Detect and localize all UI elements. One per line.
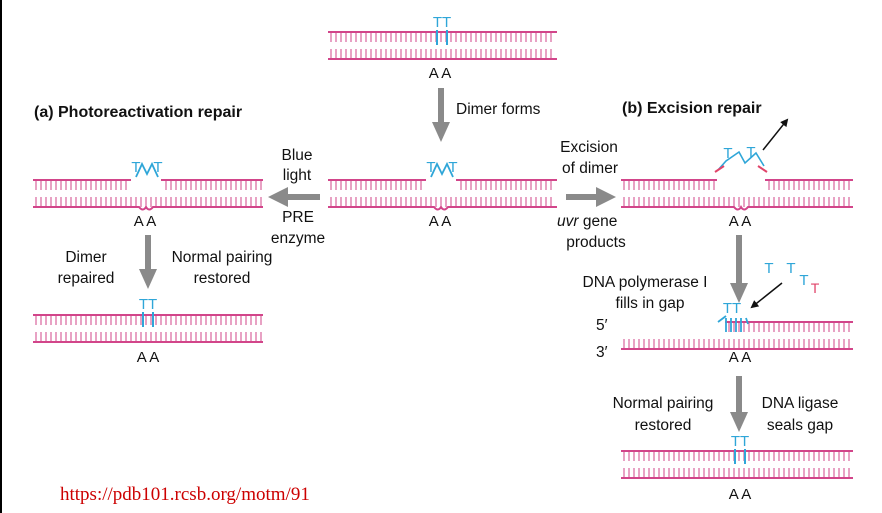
free-t-1: T bbox=[764, 260, 773, 277]
dna-right-excised bbox=[621, 179, 853, 211]
tt-stems-ligase bbox=[734, 449, 746, 464]
label-blue: Blue bbox=[281, 147, 312, 164]
excised-dimer-bond bbox=[717, 150, 765, 171]
excised-fragment-left bbox=[714, 165, 725, 173]
label-5-prime: 5′ bbox=[596, 317, 608, 334]
aa-polymerase: A A bbox=[729, 349, 752, 366]
label-gene: gene bbox=[579, 213, 618, 230]
label-fills-in-gap: fills in gap bbox=[616, 295, 685, 312]
dimer-bond-left bbox=[135, 161, 159, 178]
label-dimer: Dimer bbox=[65, 249, 106, 266]
label-of-dimer: of dimer bbox=[562, 160, 618, 177]
excision-out-arrow bbox=[762, 118, 789, 151]
dna-right-ligase bbox=[621, 450, 853, 479]
dna-right-polymerase bbox=[621, 321, 853, 350]
label-light: light bbox=[283, 167, 312, 184]
excised-t-2: T bbox=[746, 144, 755, 161]
arrow-left bbox=[268, 187, 320, 207]
dna-top bbox=[328, 31, 557, 60]
process-arrows bbox=[139, 88, 748, 432]
label-products: products bbox=[566, 234, 626, 251]
label-seals-gap: seals gap bbox=[767, 417, 833, 434]
aa-left: A A bbox=[134, 213, 157, 230]
arrow-down-left bbox=[139, 235, 157, 289]
label-enzyme: enzyme bbox=[271, 230, 325, 247]
free-t-3: T bbox=[799, 272, 808, 289]
dna-left bbox=[33, 179, 263, 211]
label-uvr: uvr bbox=[557, 213, 579, 230]
dimer-tt-top: TT bbox=[433, 14, 451, 31]
label-normal-pairing-2: Normal pairing bbox=[613, 395, 714, 412]
aa-left-repaired: A A bbox=[137, 349, 160, 366]
label-restored: restored bbox=[194, 270, 251, 287]
label-dna-ligase: DNA ligase bbox=[762, 395, 839, 412]
label-3-prime: 3′ bbox=[596, 344, 608, 361]
new-bases bbox=[717, 315, 749, 332]
arrow-down-right-2 bbox=[730, 376, 748, 432]
label-normal-pairing: Normal pairing bbox=[172, 249, 273, 266]
aa-center: A A bbox=[429, 213, 452, 230]
dimer-t-left-left: T bbox=[131, 159, 140, 176]
tt-polymerase: TT bbox=[723, 300, 741, 317]
excised-fragment-right bbox=[757, 165, 768, 173]
arrow-down-right-1 bbox=[730, 235, 748, 303]
label-dimer-forms: Dimer forms bbox=[456, 101, 541, 118]
arrow-right bbox=[566, 187, 616, 207]
tt-stems-left-repaired bbox=[142, 312, 154, 327]
tt-left-repaired: TT bbox=[139, 296, 157, 313]
aa-right: A A bbox=[729, 213, 752, 230]
free-t-2: T bbox=[786, 260, 795, 277]
header-photoreactivation: (a) Photoreactivation repair bbox=[34, 104, 242, 121]
free-t-4: T bbox=[811, 280, 820, 296]
label-pre: PRE bbox=[282, 209, 314, 226]
dimer-t-center-right: T bbox=[448, 159, 457, 176]
excised-t-1: T bbox=[723, 145, 732, 162]
dimer-bond-center bbox=[430, 161, 454, 178]
aa-top: A A bbox=[429, 65, 452, 82]
left-border bbox=[0, 0, 2, 513]
header-excision: (b) Excision repair bbox=[622, 100, 762, 117]
tt-stems-top bbox=[436, 30, 448, 45]
dna-center bbox=[328, 179, 557, 211]
label-dna-polymerase: DNA polymerase I bbox=[583, 274, 708, 291]
base-layer: TT A A T T A A T T A A TT A A T T bbox=[131, 14, 819, 503]
polymerase-in-arrow bbox=[750, 282, 783, 309]
label-restored-2: restored bbox=[635, 417, 692, 434]
tt-ligase: TT bbox=[731, 433, 749, 450]
label-repaired: repaired bbox=[58, 270, 115, 287]
dimer-t-left-right: T bbox=[153, 159, 162, 176]
source-url: https://pdb101.rcsb.org/motm/91 bbox=[60, 484, 310, 505]
dna-layer bbox=[33, 31, 853, 479]
label-excision: Excision bbox=[560, 139, 618, 156]
dna-left-repaired bbox=[33, 314, 263, 343]
aa-ligase: A A bbox=[729, 486, 752, 503]
label-uvr-gene: uvr gene bbox=[557, 213, 617, 230]
arrow-down-center bbox=[432, 88, 450, 142]
dimer-t-center-left: T bbox=[426, 159, 435, 176]
